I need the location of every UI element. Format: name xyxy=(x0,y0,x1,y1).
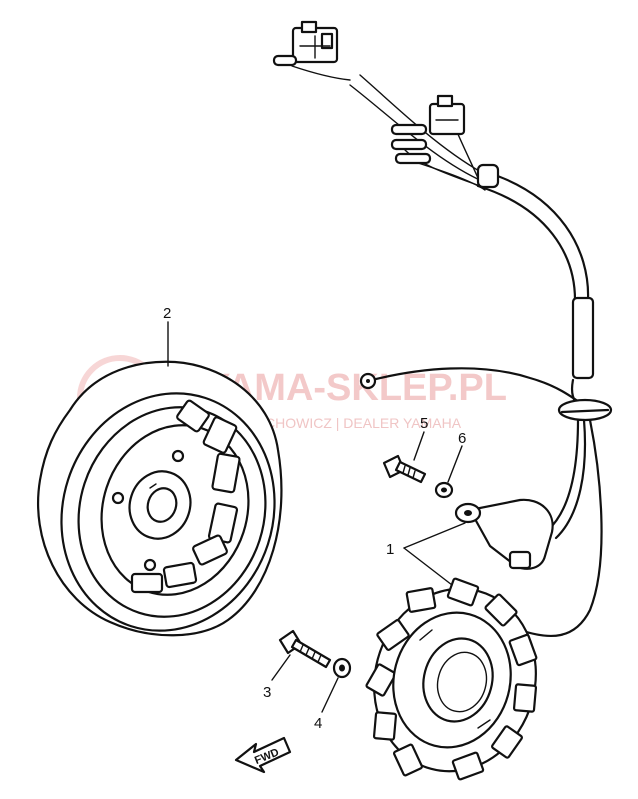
bolt-part-5 xyxy=(382,454,427,484)
callout-3: 3 xyxy=(263,684,271,701)
flywheel-rotor xyxy=(37,360,283,637)
callout-6: 6 xyxy=(458,430,466,447)
bullet-terminals xyxy=(272,54,432,165)
washer-part-4 xyxy=(332,657,352,679)
callout-4: 4 xyxy=(314,715,322,732)
callout-1: 1 xyxy=(386,541,394,558)
stator-leads xyxy=(518,418,603,638)
leader-lines xyxy=(167,321,466,713)
connector-block-2 xyxy=(428,94,466,136)
callout-2: 2 xyxy=(163,305,171,322)
wiring-harness xyxy=(272,20,595,412)
connector-block-1 xyxy=(291,20,339,64)
rotor-magnets xyxy=(130,399,241,594)
washer-part-6 xyxy=(434,481,454,499)
stator-assembly xyxy=(365,577,538,781)
stator-teeth xyxy=(365,577,538,781)
ground-lead xyxy=(359,367,592,412)
bolt-part-3 xyxy=(278,629,332,669)
pickup-coil xyxy=(454,498,554,570)
forward-arrow-icon: FWD xyxy=(234,736,292,774)
callout-labels: 1 2 3 4 5 6 xyxy=(163,305,466,732)
callout-5: 5 xyxy=(420,415,428,432)
watermark-subtitle: CHOWICZ | DEALER YAMAHA xyxy=(265,415,462,431)
cable-grommet xyxy=(557,398,613,422)
